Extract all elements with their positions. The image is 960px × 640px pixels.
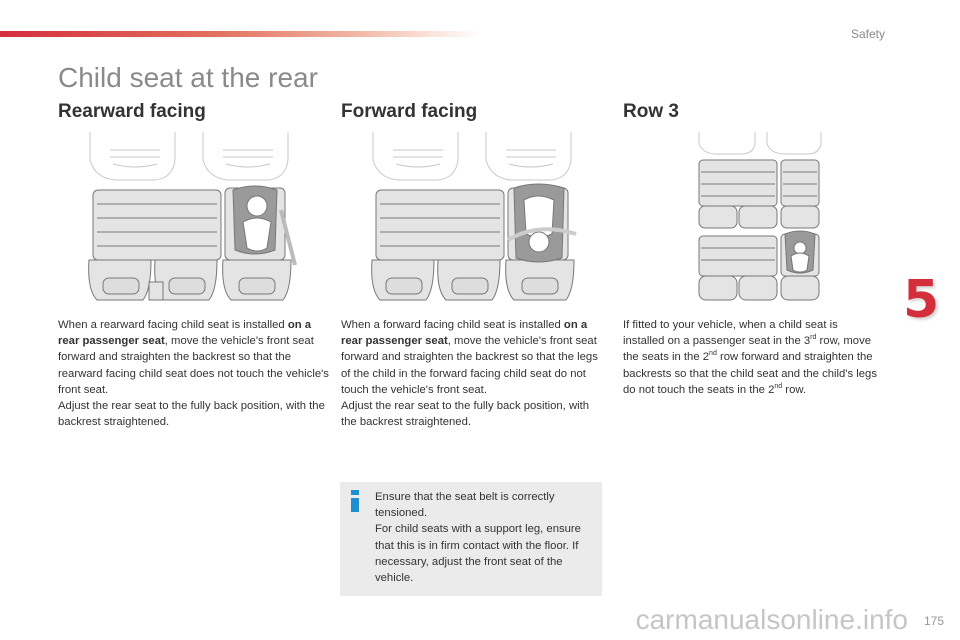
text: If fitted to your vehicle, when a child … xyxy=(623,319,838,348)
rearward-seat-illustration xyxy=(88,132,297,301)
watermark: carmanualsonline.info xyxy=(635,604,908,635)
info-box: Ensure that the seat belt is correctly t… xyxy=(340,482,602,596)
page-number: 175 xyxy=(923,614,944,628)
header-accent-bar xyxy=(0,31,480,37)
heading-rearward: Rearward facing xyxy=(58,101,206,122)
heading-row3: Row 3 xyxy=(623,101,679,122)
rearward-text: When a rearward facing child seat is ins… xyxy=(58,317,330,430)
superscript: nd xyxy=(774,383,783,391)
bold-text: on a rear passenger seat xyxy=(58,319,312,348)
text: row forward and straighten the backrests… xyxy=(623,351,877,396)
forward-text: When a forward facing child seat is inst… xyxy=(341,317,605,430)
text: row, move the seats in the 2 xyxy=(623,335,872,364)
section-label: Safety xyxy=(850,27,885,41)
text: , move the vehicle's front seat forward … xyxy=(58,335,329,396)
info-text: For child seats with a support leg, ensu… xyxy=(375,523,581,585)
info-icon xyxy=(351,490,359,512)
chapter-number: 5 xyxy=(903,270,940,330)
row3-text: If fitted to your vehicle, when a child … xyxy=(623,317,881,398)
heading-forward: Forward facing xyxy=(341,101,478,122)
text: Adjust the rear seat to the fully back p… xyxy=(58,400,325,429)
forward-seat-illustration xyxy=(371,132,577,301)
info-text: Ensure that the seat belt is correctly t… xyxy=(375,491,555,520)
superscript: nd xyxy=(709,350,717,358)
bold-text: on a rear passenger seat xyxy=(341,319,588,348)
text: Adjust the rear seat to the fully back p… xyxy=(341,400,590,429)
text: , move the vehicle's front seat forward … xyxy=(341,335,598,396)
superscript: rd xyxy=(810,334,817,342)
page-title: Child seat at the rear xyxy=(58,62,318,93)
text: When a rearward facing child seat is ins… xyxy=(58,319,288,331)
row3-seat-illustration xyxy=(698,132,822,301)
text: When a forward facing child seat is inst… xyxy=(341,319,564,331)
text: row. xyxy=(782,383,807,396)
